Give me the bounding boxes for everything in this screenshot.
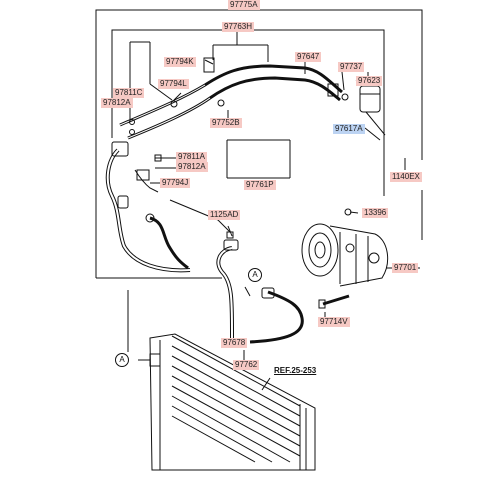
label-97623[interactable]: 97623: [356, 76, 383, 86]
pipe-upper-a: [119, 64, 343, 127]
reference-link[interactable]: REF.25-253: [274, 366, 317, 375]
label-97762[interactable]: 97762: [233, 360, 260, 370]
label-97811c[interactable]: 97811C: [113, 88, 145, 98]
label-97775a[interactable]: 97775A: [228, 0, 260, 10]
label-97752b[interactable]: 97752B: [210, 118, 242, 128]
label-13396[interactable]: 13396: [362, 208, 389, 218]
receiver-drier: [359, 85, 381, 113]
label-1125ad[interactable]: 1125AD: [208, 210, 241, 220]
label-97794k[interactable]: 97794K: [164, 57, 196, 67]
hose-lower-right: [249, 290, 304, 344]
label-97714v[interactable]: 97714V: [318, 317, 350, 327]
label-97647[interactable]: 97647: [295, 52, 322, 62]
label-97794l[interactable]: 97794L: [158, 79, 189, 89]
condenser: [149, 333, 316, 471]
label-97763h[interactable]: 97763H: [222, 22, 255, 32]
label-97794j[interactable]: 97794J: [160, 178, 191, 188]
marker-a-left: A: [115, 353, 129, 367]
bolt-97714v: [318, 294, 350, 309]
label-97761p[interactable]: 97761P: [244, 180, 276, 190]
label-97811a[interactable]: 97811A: [176, 152, 207, 162]
label-97812a-mid[interactable]: 97812A: [176, 162, 208, 172]
label-97678[interactable]: 97678: [221, 338, 248, 348]
label-97617a[interactable]: 97617A: [333, 124, 365, 134]
frame-outer: [95, 9, 423, 278]
label-1140ex[interactable]: 1140EX: [390, 172, 422, 182]
compressor: [301, 223, 389, 287]
label-97812a-top[interactable]: 97812A: [101, 98, 133, 108]
label-97737[interactable]: 97737: [338, 62, 365, 72]
marker-a-right: A: [248, 268, 262, 282]
label-97701[interactable]: 97701: [392, 263, 419, 273]
